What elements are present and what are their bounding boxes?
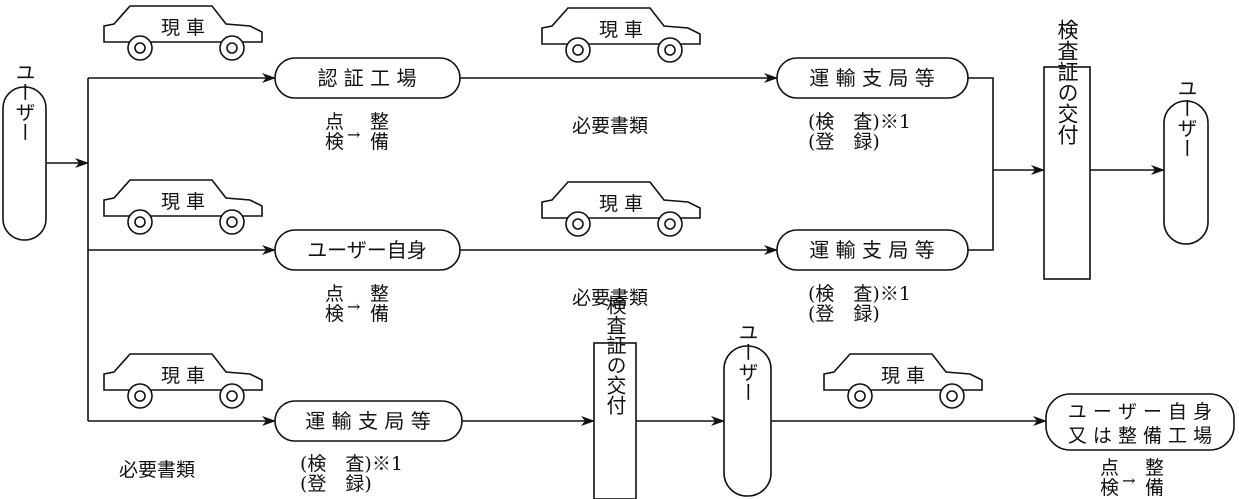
- required-docs-label: 必要書類: [572, 287, 648, 309]
- node-user-end: ユーザー: [1163, 78, 1209, 245]
- node-certificate-issue-3-label: 検査証の交付: [603, 295, 627, 415]
- node-certificate-issue-label: 検査証の交付: [1055, 19, 1079, 145]
- inspection-note-line1: (検 査)※1: [808, 111, 911, 133]
- node-transport-bureau-3: 運 輸 支 局 等: [274, 400, 463, 442]
- car-icon: 現 車: [103, 353, 263, 409]
- maintenance-char-bottom: 備: [1145, 477, 1164, 499]
- inspection-maintenance-label: 点 検 → 整 備: [1100, 457, 1164, 499]
- car-label: 現 車: [161, 365, 205, 387]
- car-label: 現 車: [599, 193, 643, 215]
- node-transport-bureau-1: 運 輸 支 局 等: [776, 57, 969, 99]
- node-user-start-label: ユーザー: [12, 62, 36, 142]
- node-certificate-issue-3: 検査証の交付: [593, 295, 637, 499]
- arrow-glyph: →: [347, 297, 360, 316]
- car-label: 現 車: [161, 17, 205, 39]
- inspection-char-bottom: 検: [1100, 477, 1119, 499]
- inspection-char-top: 点: [325, 283, 344, 305]
- car-label: 現 車: [161, 191, 205, 213]
- maintenance-char-top: 整: [1145, 457, 1164, 479]
- inspection-char-bottom: 検: [325, 131, 344, 153]
- required-docs-label: 必要書類: [572, 115, 648, 137]
- node-transport-bureau-3-label: 運 輸 支 局 等: [305, 409, 430, 433]
- node-user-self-label: ユーザー自身: [307, 238, 427, 262]
- inspection-registration-note: (検 査)※1 (登 録): [808, 283, 911, 325]
- inspection-maintenance-label: 点 検 → 整 備: [325, 111, 389, 153]
- car-icon: 現 車: [823, 353, 983, 409]
- inspection-note-line2: (登 録): [808, 131, 880, 153]
- car-icon: 現 車: [541, 7, 701, 63]
- node-transport-bureau-1-label: 運 輸 支 局 等: [809, 66, 934, 90]
- node-user-row3: ユーザー: [723, 322, 772, 497]
- connector-bureau2-merge: [968, 170, 994, 251]
- inspection-char-top: 点: [325, 111, 344, 133]
- maintenance-char-top: 整: [370, 111, 389, 133]
- maintenance-char-top: 整: [370, 283, 389, 305]
- node-user-end-label: ユーザー: [1174, 78, 1198, 158]
- inspection-note-line2: (登 録): [808, 303, 880, 325]
- node-user-self-or-shop-line1: ユ ー ザ ー 自 身: [1068, 401, 1212, 423]
- connector-bureau1-merge: [968, 77, 994, 170]
- node-user-self-or-shop-line2: 又 は 整 備 工 場: [1068, 425, 1212, 447]
- maintenance-char-bottom: 備: [370, 303, 389, 325]
- arrow-glyph: →: [347, 125, 360, 144]
- inspection-note-line1: (検 査)※1: [808, 283, 911, 305]
- node-certified-factory-label: 認 証 工 場: [317, 66, 416, 90]
- inspection-registration-note: (検 査)※1 (登 録): [300, 453, 403, 495]
- inspection-char-bottom: 検: [325, 303, 344, 325]
- inspection-note-line2: (登 録): [300, 473, 372, 495]
- car-label: 現 車: [881, 365, 925, 387]
- car-label: 現 車: [599, 19, 643, 41]
- node-transport-bureau-2-label: 運 輸 支 局 等: [809, 238, 934, 262]
- node-certified-factory: 認 証 工 場: [274, 57, 461, 99]
- node-certificate-issue: 検査証の交付: [1043, 19, 1091, 280]
- car-icon: 現 車: [103, 179, 263, 235]
- inspection-char-top: 点: [1100, 457, 1119, 479]
- car-icon: 現 車: [103, 5, 263, 61]
- car-icon: 現 車: [541, 181, 701, 237]
- inspection-note-line1: (検 査)※1: [300, 453, 403, 475]
- node-transport-bureau-2: 運 輸 支 局 等: [776, 229, 969, 271]
- arrow-glyph: →: [1122, 471, 1135, 490]
- node-user-start: ユーザー: [2, 62, 47, 241]
- node-user-self: ユーザー自身: [274, 229, 461, 271]
- required-docs-label: 必要書類: [119, 459, 195, 481]
- node-user-row3-label: ユーザー: [735, 322, 759, 402]
- node-user-self-or-shop: ユ ー ザ ー 自 身 又 は 整 備 工 場: [1045, 393, 1235, 451]
- maintenance-char-bottom: 備: [370, 131, 389, 153]
- inspection-maintenance-label: 点 検 → 整 備: [325, 283, 389, 325]
- inspection-registration-note: (検 査)※1 (登 録): [808, 111, 911, 153]
